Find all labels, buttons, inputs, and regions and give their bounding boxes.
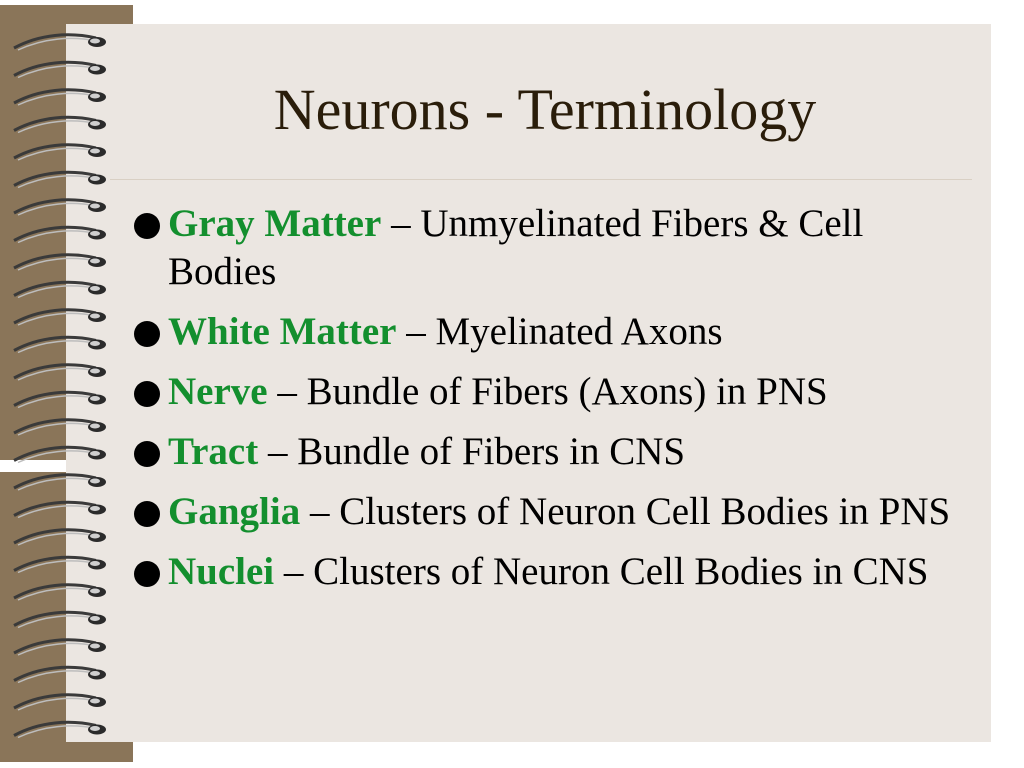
bullet-dot-icon <box>134 381 160 407</box>
bullet-definition: – Clusters of Neuron Cell Bodies in PNS <box>300 490 951 533</box>
bullet-item: Nerve – Bundle of Fibers (Axons) in PNS <box>130 368 960 416</box>
paper-sheet <box>66 24 991 742</box>
bullet-list: Gray Matter – Unmyelinated Fibers & Cell… <box>130 200 960 608</box>
bullet-term: Tract <box>168 430 259 473</box>
bullet-dot-icon <box>134 441 160 467</box>
bullet-dot-icon <box>134 321 160 347</box>
bullet-item: Tract – Bundle of Fibers in CNS <box>130 428 960 476</box>
bullet-definition: – Myelinated Axons <box>396 310 723 353</box>
bullet-term: White Matter <box>168 310 397 353</box>
bullet-definition: – Bundle of Fibers (Axons) in PNS <box>267 370 828 413</box>
bullet-definition: – Bundle of Fibers in CNS <box>258 430 686 473</box>
bullet-definition: – Clusters of Neuron Cell Bodies in CNS <box>274 550 929 593</box>
bullet-item: Ganglia – Clusters of Neuron Cell Bodies… <box>130 488 960 536</box>
title-divider <box>110 179 972 180</box>
bullet-item: White Matter – Myelinated Axons <box>130 308 960 356</box>
bullet-term: Nuclei <box>168 550 275 593</box>
bullet-term: Gray Matter <box>168 202 382 245</box>
bullet-item: Gray Matter – Unmyelinated Fibers & Cell… <box>130 200 960 296</box>
bullet-dot-icon <box>134 561 160 587</box>
spiral-binding-icon <box>13 33 106 739</box>
bullet-term: Ganglia <box>168 490 301 533</box>
bullet-definition: – Unmyelinated Fibers & Cell Bodies <box>168 202 864 293</box>
bullet-dot-icon <box>134 213 160 239</box>
bullet-term: Nerve <box>168 370 268 413</box>
bullet-item: Nuclei – Clusters of Neuron Cell Bodies … <box>130 548 960 596</box>
slide-title: Neurons - Terminology <box>273 77 817 142</box>
bullet-dot-icon <box>134 501 160 527</box>
